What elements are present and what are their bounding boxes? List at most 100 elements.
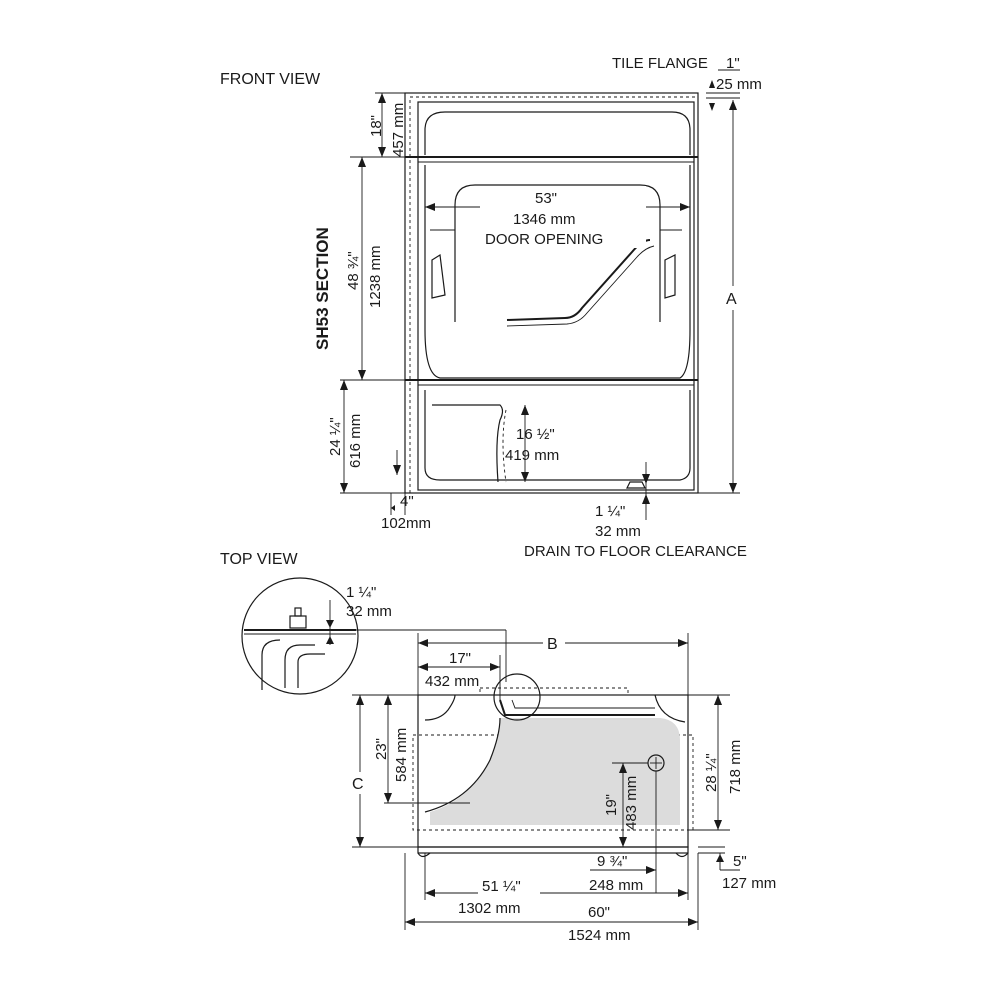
top-section-arrow-1 (378, 93, 386, 103)
door-opening-arrow-2 (680, 203, 690, 211)
front-outer-wall (404, 92, 699, 494)
seat-width-inches: 17" (449, 650, 471, 667)
top-tile-flange (479, 687, 629, 696)
tile-flange-arrow (709, 80, 715, 88)
tile-flange-mm: 25 mm (716, 76, 762, 93)
depth-arrow-2 (714, 820, 722, 830)
seat-depth-arrow-2 (384, 793, 392, 803)
seat-depth-mm: 584 mm (393, 728, 410, 782)
top-left-corner (424, 694, 456, 721)
seat-height-arrow-1 (521, 405, 529, 415)
drain-x-arrow (646, 866, 656, 874)
detail-fitting (289, 615, 307, 629)
right-soap-dish (664, 254, 676, 299)
bottom-section-inches: 24 ¼" (327, 417, 344, 456)
middle-section-recess (454, 184, 661, 322)
dim-b-arrow-left (418, 639, 428, 647)
middle-section-mm: 1238 mm (367, 245, 384, 308)
base-dim-arrow (393, 465, 401, 475)
drain-y-inches: 19" (603, 794, 620, 816)
detail-circle (241, 577, 359, 695)
door-opening-label-bg (480, 186, 646, 248)
depth-mm: 718 mm (727, 740, 744, 794)
detail-pan-curve-2 (297, 653, 325, 688)
door-opening-inches: 53" (535, 190, 557, 207)
seat-width-arrow-1 (418, 663, 428, 671)
middle-section-arrow-2 (358, 370, 366, 380)
seat-depth-arrow-1 (384, 695, 392, 705)
front-view: FRONT VIEW TILE FLANGE 1" 25 mm (220, 55, 762, 560)
door-opening-arrow-1 (425, 203, 435, 211)
front-inner-wall (417, 101, 695, 491)
dim-b-arrow-right (678, 639, 688, 647)
flange-inches: 5" (733, 853, 747, 870)
base-dim-arrow-2 (391, 505, 395, 511)
dim-a-label: A (726, 291, 737, 308)
inner-width-arrow-2 (678, 889, 688, 897)
tile-flange-inches: 1" (726, 55, 740, 72)
detail-inches: 1 ¼" (346, 584, 376, 601)
top-view: TOP VIEW 1 ¼" 32 mm B 17" 432 mm (220, 551, 776, 944)
front-view-title: FRONT VIEW (220, 71, 321, 88)
seat-width-mm: 432 mm (425, 673, 479, 690)
middle-section-inches: 48 ¾" (345, 251, 362, 290)
drain-clearance-arrow-2 (642, 494, 650, 504)
middle-section-panel (424, 165, 691, 379)
drain-y-mm: 483 mm (623, 776, 640, 830)
detail-mm: 32 mm (346, 603, 392, 620)
dim-b-label-bg (543, 632, 565, 654)
inner-width-label-bg (478, 876, 540, 896)
inner-width-inches: 51 ¼" (482, 878, 521, 895)
section-label: SH53 SECTION (313, 227, 332, 350)
dim-c-label-bg (350, 772, 370, 794)
tile-flange-label: TILE FLANGE (612, 55, 708, 72)
depth-inches: 28 ¼" (703, 753, 720, 792)
dim-c-label: C (352, 776, 364, 793)
top-floor (430, 718, 680, 825)
bottom-section-shell (424, 390, 691, 481)
outer-width-arrow-2 (688, 918, 698, 926)
drain-clearance-mm: 32 mm (595, 523, 641, 540)
bottom-section-mm: 616 mm (347, 414, 364, 468)
seat-height-inches: 16 ½" (516, 426, 555, 443)
top-section-shell (424, 111, 691, 155)
detail-pan-curve (284, 644, 315, 688)
base-mm: 102mm (381, 515, 431, 532)
top-section-arrow-2 (378, 147, 386, 157)
dim-a-label-bg (724, 286, 742, 310)
top-right-corner (654, 694, 686, 723)
left-soap-dish (431, 253, 446, 299)
bottom-section-arrow-1 (340, 380, 348, 390)
door-opening-mm: 1346 mm (513, 211, 576, 228)
outer-width-label-bg (584, 902, 622, 920)
outer-width-mm: 1524 mm (568, 927, 631, 944)
drain-x-inches: 9 ¾" (597, 853, 627, 870)
top-foot-left (417, 852, 431, 858)
dim-c-arrow-top (356, 695, 364, 705)
drain-fitting (626, 481, 646, 489)
drain-clearance-arrow-1 (642, 474, 650, 484)
drain-y-arrow-2 (619, 837, 627, 847)
grab-bar-outline (506, 245, 655, 327)
top-section-inches: 18" (368, 115, 385, 137)
tile-flange-arrow-2 (709, 103, 715, 111)
top-seat-curve (424, 717, 501, 813)
bottom-section-arrow-2 (340, 483, 348, 493)
detail-dim-arrow (326, 620, 334, 628)
drain-x-mm: 248 mm (589, 877, 643, 894)
outer-width-inches: 60" (588, 904, 610, 921)
seat (432, 404, 504, 483)
drain-clearance-label: DRAIN TO FLOOR CLEARANCE (524, 543, 747, 560)
drain-y-arrow-1 (619, 763, 627, 773)
inner-width-arrow-1 (425, 889, 435, 897)
seat-width-arrow-2 (490, 663, 500, 671)
drain-clearance-inches: 1 ¼" (595, 503, 625, 520)
detail-dim-arrow-2 (326, 636, 334, 644)
door-opening-label: DOOR OPENING (485, 231, 603, 248)
flange-mm: 127 mm (722, 875, 776, 892)
dim-c-arrow-bottom (356, 837, 364, 847)
top-view-title: TOP VIEW (220, 551, 299, 568)
top-grab-bar (499, 699, 655, 716)
dim-a-arrow-bottom (729, 483, 737, 493)
